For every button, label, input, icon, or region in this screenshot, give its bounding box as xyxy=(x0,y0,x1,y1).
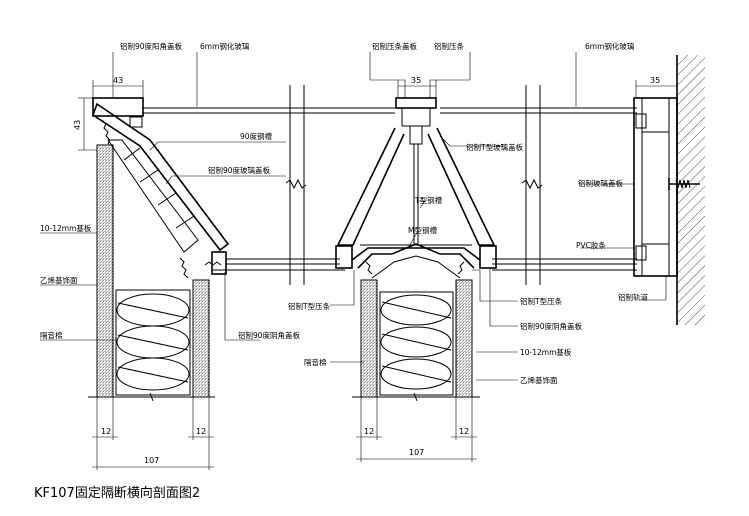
label-vinyl-left: 乙烯基饰面 xyxy=(40,275,78,285)
label-alu-90-inner-cover-right: 铝制90度阴角盖板 xyxy=(520,321,583,331)
label-board-right: 10-12mm基板 xyxy=(520,347,572,357)
right-track-assembly xyxy=(633,97,700,277)
dimension-numbers: 43 43 35 35 12 12 107 12 12 107 xyxy=(73,76,660,465)
label-m-steel: M型钢槽 xyxy=(408,225,437,235)
label-alu-t-press-left: 铝制T型压条 xyxy=(288,301,331,311)
label-board-left: 10-12mm基板 xyxy=(40,223,92,233)
label-glass-6mm-right: 6mm钢化玻璃 xyxy=(585,41,635,51)
right-wall xyxy=(676,55,705,325)
label-alu-90-corner-cover-top: 铝制90度阳角盖板 xyxy=(120,41,183,51)
label-alu-90-inner-cover: 铝制90度阴角盖板 xyxy=(238,330,301,340)
dim-center-total: 107 xyxy=(409,448,424,457)
glass-panes xyxy=(142,107,637,271)
dimension-lines xyxy=(78,80,678,470)
dim-left-board-b: 12 xyxy=(196,427,206,436)
left-corner-assembly xyxy=(88,97,230,402)
component-labels: 铝制90度阳角盖板 6mm钢化玻璃 铝制压条盖板 铝制压条 6mm钢化玻璃 90… xyxy=(40,41,648,385)
vertical-studs xyxy=(285,85,543,285)
dim-left-total: 107 xyxy=(144,456,159,465)
label-alu-press-cover: 铝制压条盖板 xyxy=(372,41,417,51)
label-vinyl-right: 乙烯基饰面 xyxy=(520,375,558,385)
center-t-assembly xyxy=(335,97,497,402)
dim-center-top-width: 35 xyxy=(411,76,421,85)
label-steel-90: 90度钢槽 xyxy=(240,131,273,141)
figure-caption: KF107固定隔断横向剖面图2 xyxy=(34,486,201,501)
label-pvc: PVC胶条 xyxy=(576,240,606,250)
label-insulation-left: 隔音棉 xyxy=(40,330,63,340)
label-alu-t-press-right: 铝制T型压条 xyxy=(520,296,563,306)
label-alu-press-strip-top: 铝制压条 xyxy=(434,41,464,51)
dim-center-board-a: 12 xyxy=(364,427,374,436)
dim-left-top-width: 43 xyxy=(113,76,123,85)
leader-lines xyxy=(40,52,667,381)
label-alu-track: 铝制轨道 xyxy=(618,292,648,302)
dim-left-top-height: 43 xyxy=(73,120,82,130)
dim-center-board-b: 12 xyxy=(459,427,469,436)
label-insulation-right: 隔音棉 xyxy=(304,357,327,367)
label-t-steel: T型钢槽 xyxy=(414,195,443,205)
label-alu-90-glass-cover: 铝制90度玻璃盖板 xyxy=(208,165,271,175)
label-alu-t-glass-cover: 铝制T型玻璃盖板 xyxy=(466,142,524,152)
label-glass-6mm-left: 6mm钢化玻璃 xyxy=(200,41,250,51)
dim-right-top-width: 35 xyxy=(650,76,660,85)
label-alu-glass-cover: 铝制玻璃盖板 xyxy=(578,178,623,188)
dim-left-board-a: 12 xyxy=(101,427,111,436)
